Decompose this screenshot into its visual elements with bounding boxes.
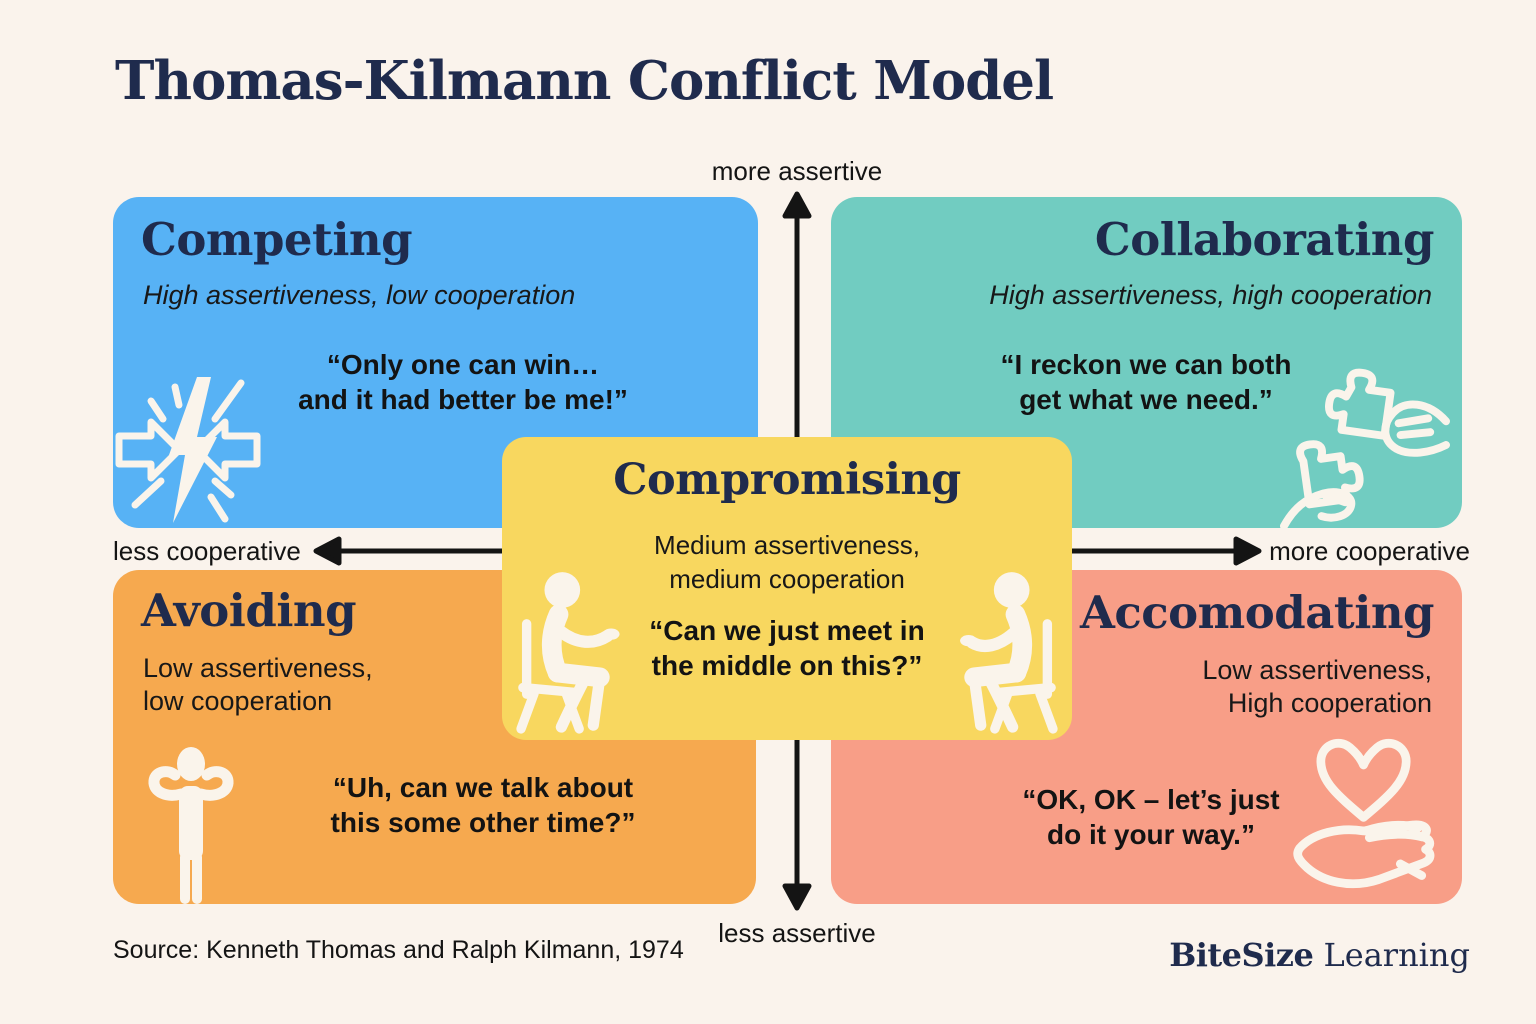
person-arms-behind-head-icon <box>141 744 256 904</box>
center-box-compromising: Compromising Medium assertiveness, mediu… <box>502 437 1072 740</box>
accommodating-subtitle: Low assertiveness, High cooperation <box>1202 655 1432 718</box>
arrowhead-up <box>782 191 812 219</box>
accommodating-quote: “OK, OK – let’s just do it your way.” <box>1022 784 1280 850</box>
axis-label-more-assertive: more assertive <box>711 156 883 186</box>
logo-bold-part: BiteSize <box>1169 936 1314 974</box>
collaborating-subtitle: High assertiveness, high cooperation <box>989 280 1432 310</box>
axis-label-more-cooperative: more cooperative <box>1269 536 1470 566</box>
arrowhead-right <box>1233 536 1262 566</box>
heart-in-hand-icon <box>1284 728 1444 898</box>
competing-title: Competing <box>141 213 413 266</box>
compromising-subtitle: Medium assertiveness, medium cooperation <box>654 530 920 594</box>
compromising-quote: “Can we just meet in the middle on this?… <box>649 615 925 681</box>
competing-subtitle: High assertiveness, low cooperation <box>143 280 576 310</box>
seated-person-facing-left-icon <box>946 566 1068 736</box>
competing-quote: “Only one can win… and it had better be … <box>298 349 628 415</box>
axis-label-less-assertive: less assertive <box>718 918 876 948</box>
avoiding-title: Avoiding <box>141 584 357 637</box>
puzzle-hands-icon <box>1277 360 1452 528</box>
logo-regular-part: Learning <box>1323 936 1471 974</box>
compromising-title: Compromising <box>613 455 961 505</box>
collaborating-title: Collaborating <box>1094 213 1435 266</box>
accommodating-title: Accomodating <box>1079 586 1435 639</box>
arrowhead-down <box>782 883 812 911</box>
arrowhead-left <box>313 536 342 566</box>
collision-arrows-icon <box>113 375 263 525</box>
bitesize-learning-logo: BiteSize Learning <box>1169 936 1470 974</box>
source-attribution: Source: Kenneth Thomas and Ralph Kilmann… <box>113 936 684 964</box>
avoiding-quote: “Uh, can we talk about this some other t… <box>330 772 636 838</box>
collaborating-quote: “I reckon we can both get what we need.” <box>1000 349 1292 415</box>
avoiding-subtitle: Low assertiveness, low cooperation <box>143 653 373 716</box>
axis-label-less-cooperative: less cooperative <box>113 536 301 566</box>
page-title: Thomas-Kilmann Conflict Model <box>115 50 1054 112</box>
seated-person-facing-right-icon <box>506 566 628 736</box>
